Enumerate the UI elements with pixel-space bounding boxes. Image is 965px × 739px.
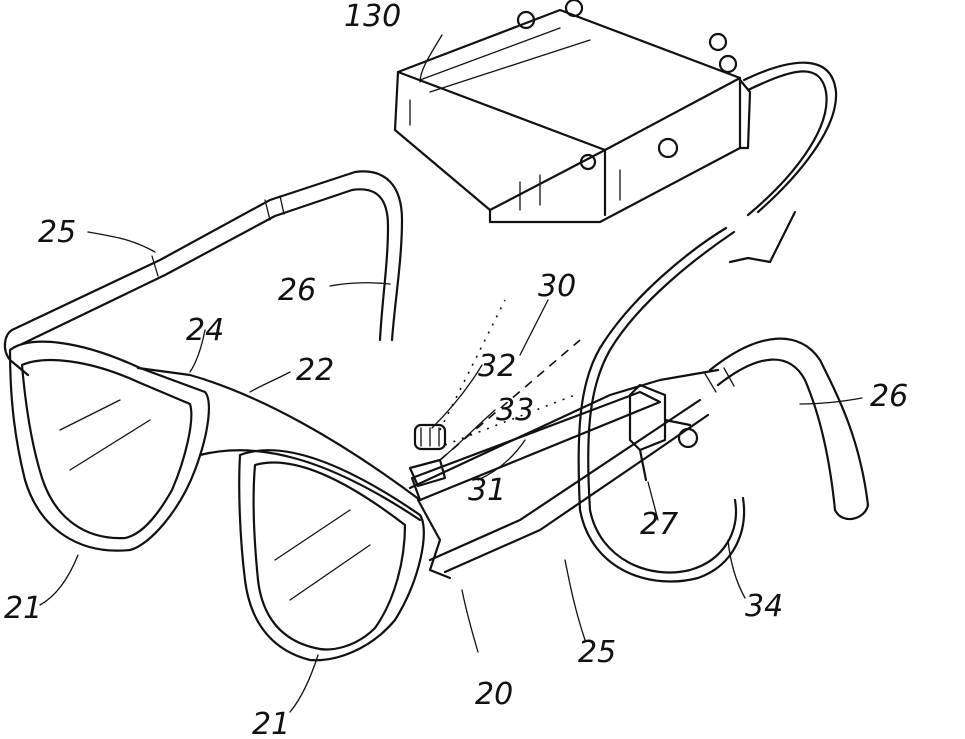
frame <box>10 342 450 660</box>
label-33: 33 <box>496 393 534 428</box>
label-30: 30 <box>538 269 576 304</box>
label-27: 27 <box>640 507 678 542</box>
cable <box>579 63 836 582</box>
control-box <box>395 0 750 222</box>
label-34: 34 <box>745 589 783 624</box>
label-21-left: 21 <box>4 591 42 626</box>
label-20: 20 <box>475 677 513 712</box>
label-130: 130 <box>344 0 401 34</box>
label-25-right: 25 <box>578 635 616 670</box>
label-26-right: 26 <box>870 379 908 414</box>
leader-lines <box>40 35 862 712</box>
label-26-left: 26 <box>278 273 316 308</box>
label-32: 32 <box>478 349 516 384</box>
reference-labels: 130 25 26 24 22 30 32 33 31 27 26 21 21 … <box>4 0 908 739</box>
label-21-right: 21 <box>252 707 290 739</box>
emitter-assembly <box>410 300 580 486</box>
label-22: 22 <box>296 353 334 388</box>
label-25-left: 25 <box>38 215 76 250</box>
label-31: 31 <box>468 473 506 508</box>
label-24: 24 <box>186 313 224 348</box>
